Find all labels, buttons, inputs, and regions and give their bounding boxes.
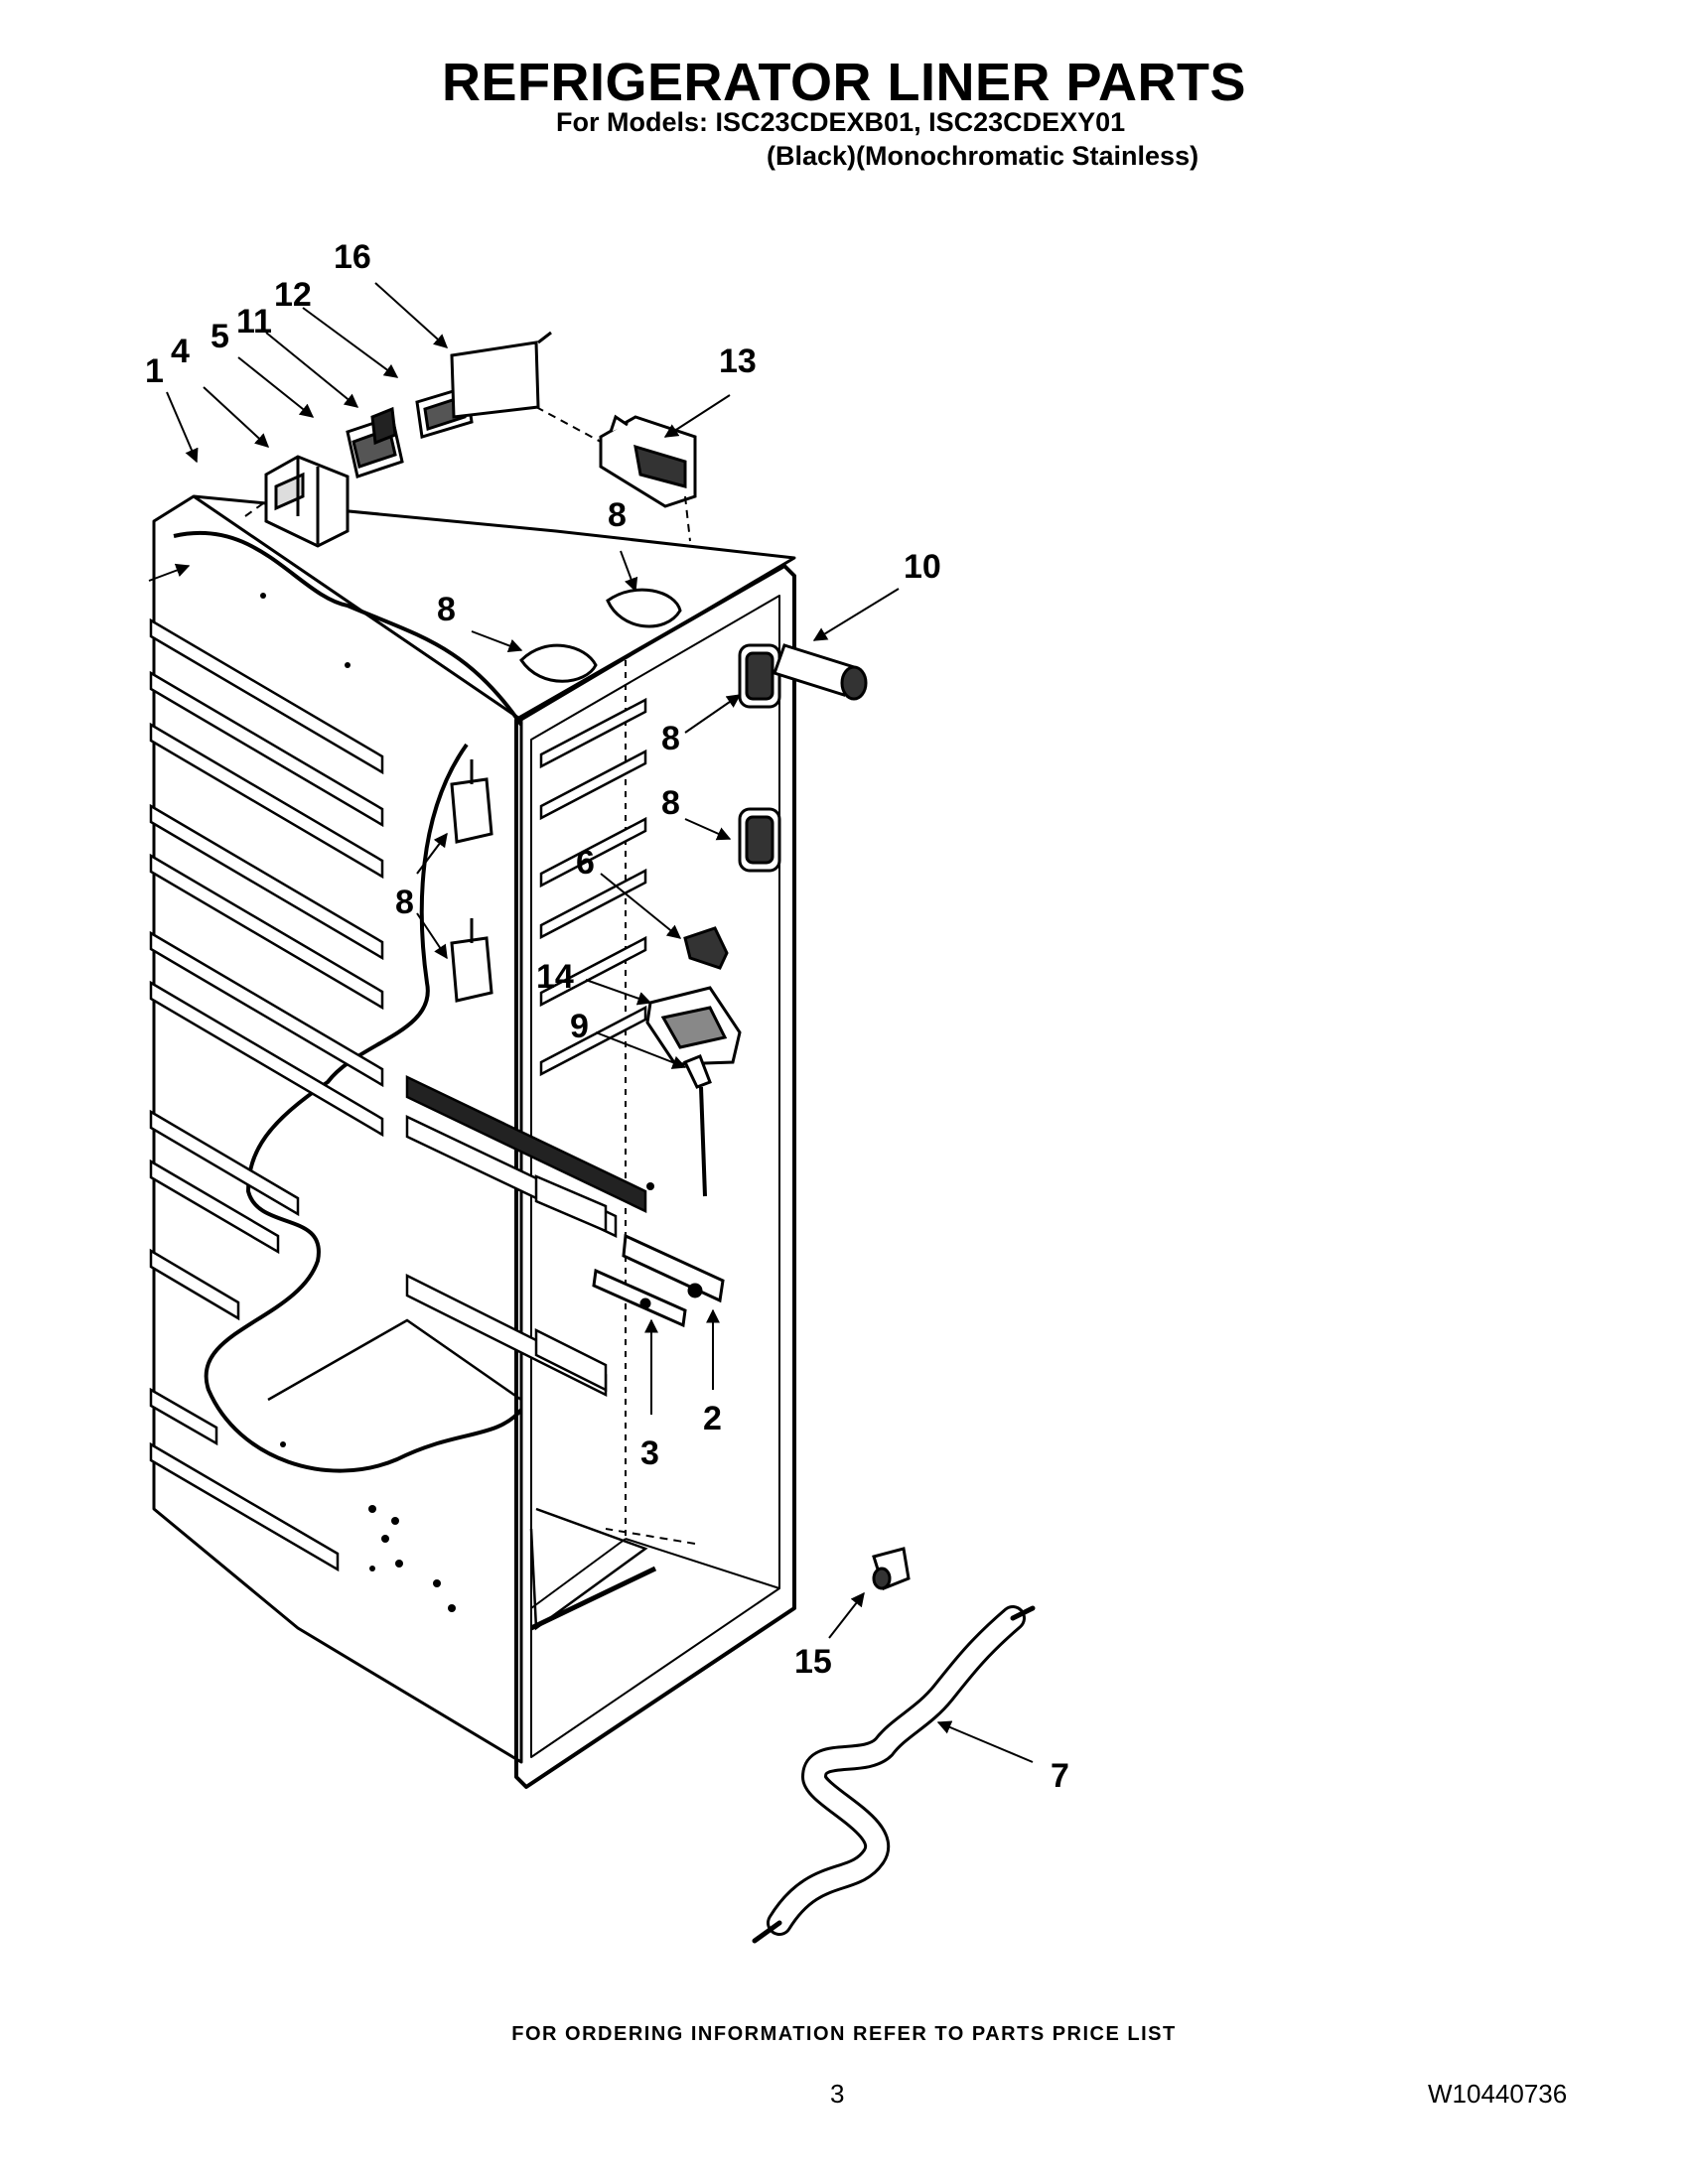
page-number: 3 [830,2079,845,2109]
back-rails [405,1075,647,1398]
fitting-part-15 [872,1547,911,1590]
callout-3: 3 [640,1434,659,1472]
lens-part-10 [773,643,868,701]
document-number: W10440736 [1428,2079,1568,2109]
callout-14: 14 [536,958,574,996]
page-title: REFRIGERATOR LINER PARTS [441,53,1247,112]
control-housing-part-4 [264,455,350,548]
parts-6-14-9 [645,926,742,1197]
label-part-16 [450,331,552,419]
callout-1: 1 [145,352,164,390]
tube-part-7 [752,1605,1036,1944]
callout-labels: 1 4 5 11 12 16 13 8 8 10 8 8 8 6 14 9 2 … [145,238,1069,1795]
callout-11: 11 [236,303,272,341]
ordering-note: FOR ORDERING INFORMATION REFER TO PARTS … [511,2023,1177,2045]
bracket-part-13 [599,414,697,508]
callout-4: 4 [171,333,190,370]
colors-line: (Black)(Monochromatic Stainless) [767,141,1199,171]
floor-pan [267,1318,657,1631]
callout-8b: 8 [437,591,456,628]
callout-2: 2 [703,1400,722,1437]
parts-2-3-strips [592,1233,725,1328]
callout-6: 6 [576,844,595,882]
callout-12: 12 [274,276,312,314]
callout-13: 13 [719,342,757,380]
callout-9: 9 [570,1008,589,1045]
models-line: For Models: ISC23CDEXB01, ISC23CDEXY01 [556,107,1126,137]
callout-8d: 8 [661,784,680,822]
callout-8a: 8 [608,496,627,534]
callout-15: 15 [794,1643,832,1681]
wall-holes [260,593,654,1612]
right-wall-shelf-rails [539,697,647,1077]
callout-7: 7 [1051,1757,1069,1795]
callout-8c: 8 [661,720,680,757]
callout-16: 16 [334,238,371,276]
assembly-lines [244,406,696,1545]
callout-5: 5 [211,318,229,355]
leader-arrows [148,282,1034,1763]
cutaway-outline [173,530,523,1473]
light-sockets-part-8 [450,588,781,1003]
callout-8e: 8 [395,884,414,921]
callout-10: 10 [904,548,941,586]
left-wall-shelf-rails [149,617,384,1572]
